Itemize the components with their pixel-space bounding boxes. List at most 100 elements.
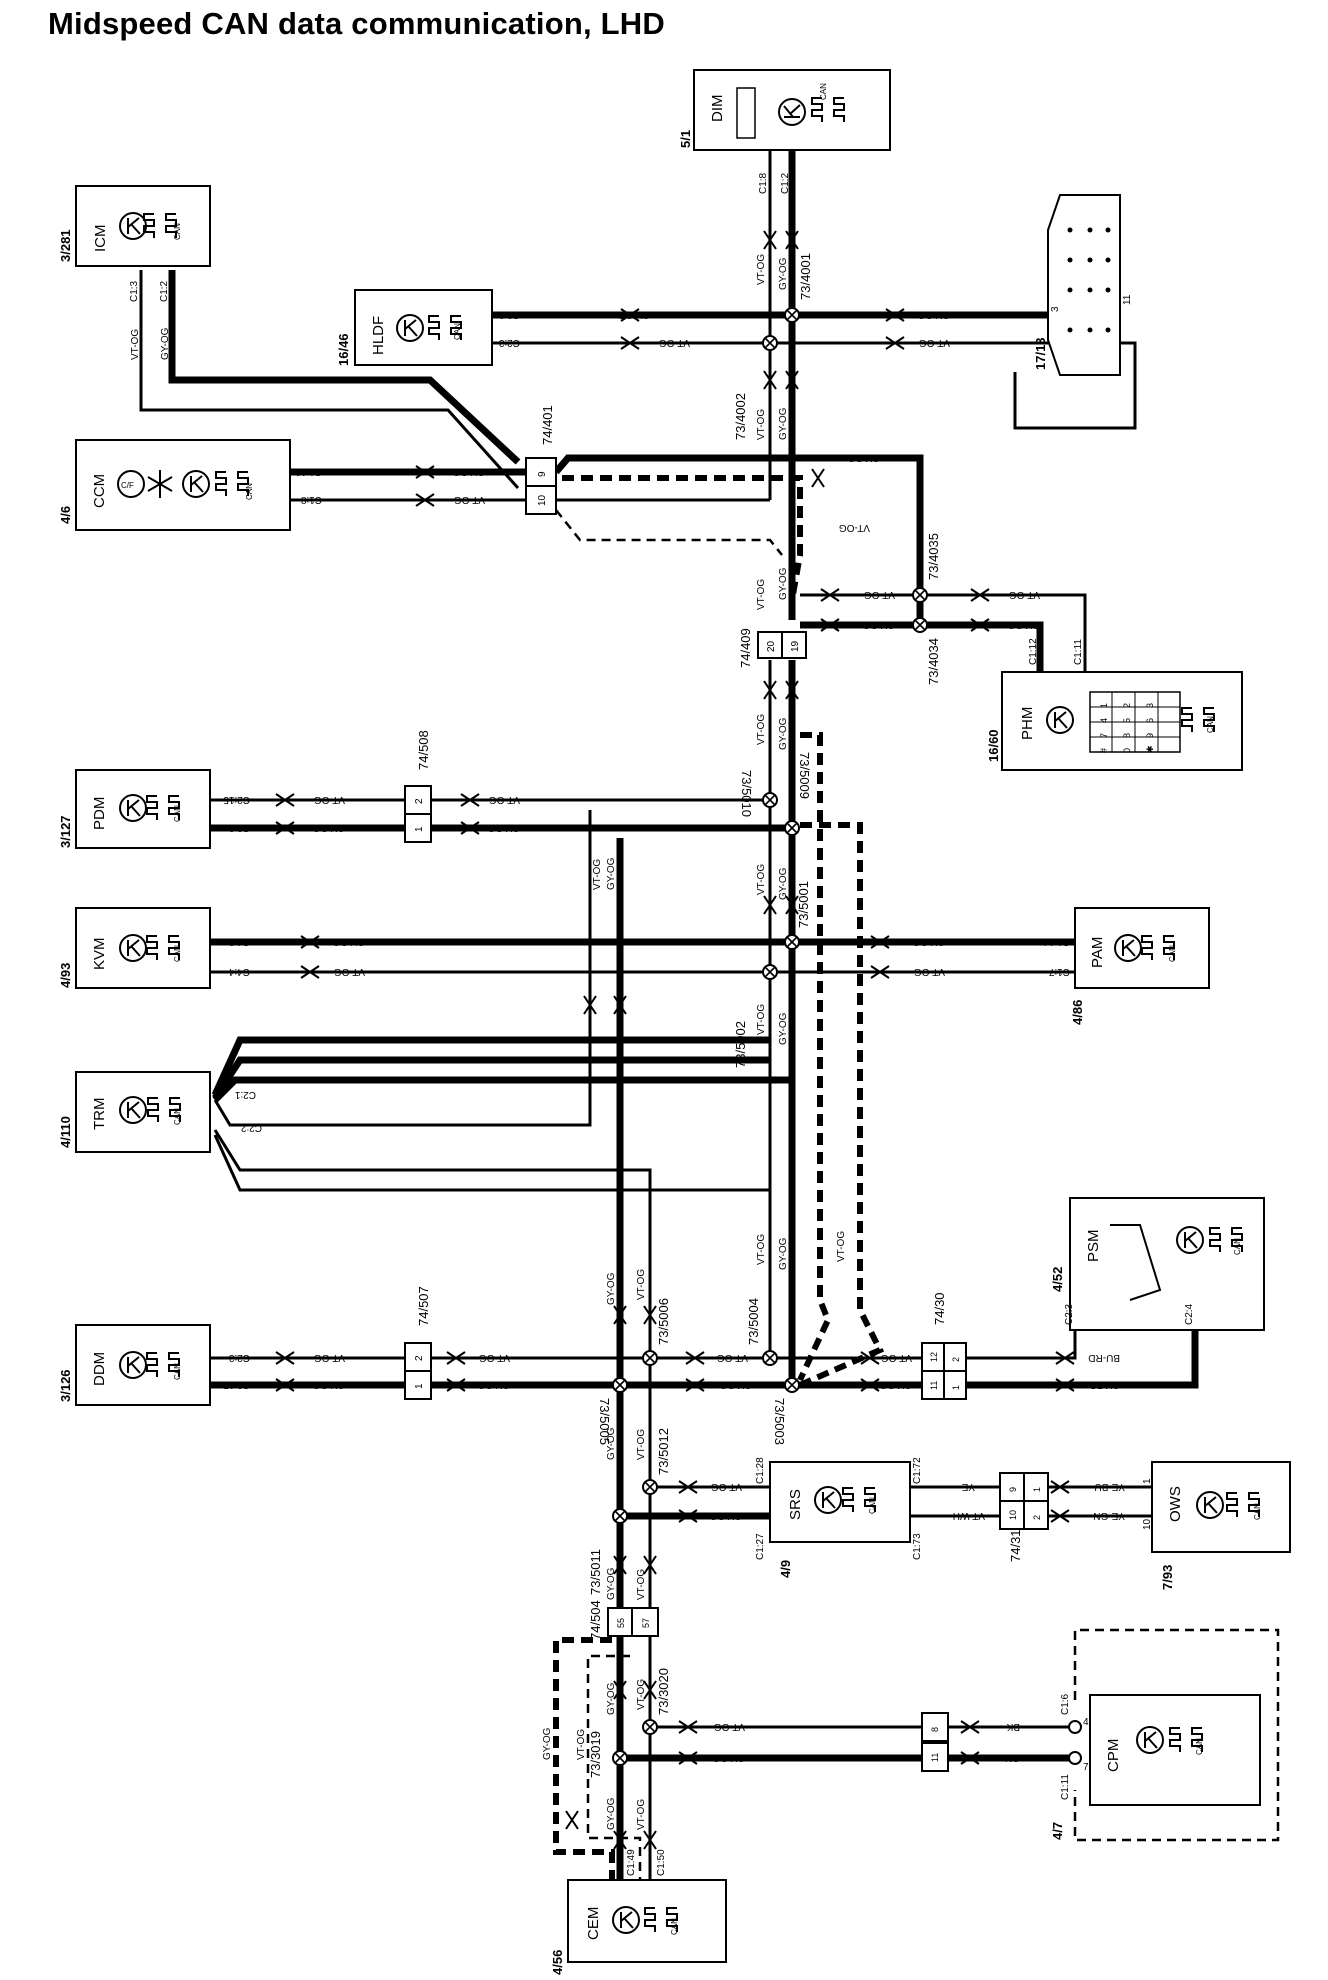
svg-text:C1:14: C1:14 (1043, 936, 1070, 947)
svg-text:2: 2 (1032, 1515, 1042, 1520)
cem-name: CEM (585, 1907, 602, 1940)
module-pin-labels: C1:8 C1:2 C1:3 C1:2 C2:2 C2:3 C1:10 C1:8… (129, 172, 1195, 1876)
svg-text:C1:11: C1:11 (1073, 639, 1084, 665)
pam-ref: 4/86 (1070, 1000, 1085, 1025)
svg-text:GY-OG: GY-OG (778, 257, 789, 290)
svg-text:1: 1 (414, 826, 425, 832)
can-label: CAN (1206, 716, 1215, 733)
svg-text:GY-OG: GY-OG (487, 822, 520, 833)
splice-73-5010 (762, 792, 778, 808)
wire-layer (139, 148, 1280, 1880)
splice-73-5012 (642, 1479, 658, 1495)
can-label: CAN (173, 1108, 182, 1125)
svg-text:VT-OG: VT-OG (756, 579, 767, 610)
splice-73-5001 (784, 934, 800, 950)
module-trm: TRM 4/110 (58, 1071, 211, 1153)
splice-73-5011 (612, 1508, 628, 1524)
svg-text:1: 1 (951, 1385, 961, 1390)
svg-text:GY-OG: GY-OG (847, 452, 880, 463)
svg-text:VT-OG: VT-OG (919, 337, 950, 348)
svg-text:GY-OG: GY-OG (719, 1379, 752, 1390)
svg-text:74/30: 74/30 (932, 1292, 947, 1325)
splice-labels: 73/4001 73/4002 73/4035 73/4034 73/5010 … (588, 253, 941, 1778)
svg-text:74/507: 74/507 (416, 1286, 431, 1326)
connector-74-507: 2 1 74/507 (404, 1286, 432, 1400)
svg-text:73/5005: 73/5005 (597, 1398, 612, 1445)
svg-text:VT-OG: VT-OG (711, 1481, 742, 1492)
svg-text:VT-OG: VT-OG (314, 1352, 345, 1363)
phm-ref: 16/60 (986, 729, 1001, 762)
seat-icon (1110, 1224, 1162, 1301)
svg-text:10: 10 (1142, 1518, 1153, 1530)
module-ows: OWS 7/93 (1151, 1461, 1291, 1590)
can-label: CAN (173, 223, 182, 240)
kvm-name: KVM (91, 937, 108, 970)
svg-text:VT-WH: VT-WH (953, 1510, 985, 1521)
wire-color-labels: GY-OG VT-OG GY-OG VT-OG GY-OG VT-OG GY-O… (130, 254, 1125, 1830)
svg-text:GY-OG: GY-OG (606, 1567, 617, 1600)
cpm-ref: 4/7 (1050, 1822, 1065, 1840)
svg-text:GY-OG: GY-OG (477, 1379, 510, 1390)
svg-text:GY-OG: GY-OG (606, 857, 617, 890)
module-icm: ICM 3/281 (58, 185, 211, 267)
svg-text:1: 1 (414, 1383, 425, 1389)
svg-text:73/5001: 73/5001 (796, 881, 811, 928)
svg-text:VT-OG: VT-OG (756, 714, 767, 745)
svg-text:VT-OG: VT-OG (864, 589, 895, 600)
cpm-name: CPM (1105, 1739, 1122, 1772)
svg-text:VT-OG: VT-OG (756, 1234, 767, 1265)
connector-74-504: 55 57 74/504 (588, 1600, 659, 1640)
svg-text:2: 2 (414, 1355, 425, 1361)
svg-text:VT-OG: VT-OG (1009, 589, 1040, 600)
can-label: CAN (670, 1918, 679, 1935)
svg-text:C2:15: C2:15 (223, 794, 250, 805)
svg-text:73/5002: 73/5002 (733, 1021, 748, 1068)
can-label: CAN (173, 805, 182, 822)
svg-text:VT-OG: VT-OG (756, 864, 767, 895)
svg-text:73/4035: 73/4035 (926, 533, 941, 580)
module-hldf: HLDF 16/46 (336, 289, 493, 366)
trm-ref: 4/110 (58, 1116, 73, 1148)
icm-name: ICM (92, 225, 109, 253)
svg-text:VT-OG: VT-OG (881, 1352, 912, 1363)
svg-text:C4:3: C4:3 (228, 936, 250, 947)
svg-text:GY-OG: GY-OG (1007, 619, 1040, 630)
can-label: CAN (1253, 1503, 1262, 1520)
dim-ref: 5/1 (678, 130, 693, 148)
svg-text:GY-OG: GY-OG (160, 327, 171, 360)
svg-text:C2:15: C2:15 (223, 1379, 250, 1390)
svg-text:VT-OG: VT-OG (592, 859, 603, 890)
svg-text:1: 1 (1032, 1487, 1042, 1492)
module-phm: PHM 16/60 (986, 671, 1243, 771)
svg-text:C1:8: C1:8 (300, 494, 322, 505)
svg-text:55: 55 (616, 1618, 626, 1628)
svg-text:2: 2 (414, 798, 425, 804)
svg-text:GY-OG: GY-OG (778, 567, 789, 600)
splice-73-5003 (784, 1377, 800, 1393)
phm-name: PHM (1019, 707, 1036, 740)
svg-text:YE: YE (961, 1481, 975, 1492)
svg-text:C2:2: C2:2 (498, 309, 520, 320)
svg-text:GY-OG: GY-OG (617, 309, 650, 320)
svg-text:11: 11 (930, 1753, 940, 1762)
kvm-ref: 4/93 (58, 963, 73, 988)
splice-73-5006 (642, 1350, 658, 1366)
module-kvm: KVM 4/93 (58, 907, 211, 989)
hldf-ref: 16/46 (336, 333, 351, 366)
svg-text:VT-OG: VT-OG (756, 409, 767, 440)
splice-73-3019 (612, 1750, 628, 1766)
svg-text:C1:10: C1:10 (295, 466, 322, 477)
obd-ref: 17/13 (1033, 337, 1048, 370)
svg-text:GY-OG: GY-OG (709, 1510, 742, 1521)
svg-text:12: 12 (929, 1352, 939, 1362)
svg-text:YE-BU: YE-BU (1094, 1481, 1125, 1492)
svg-text:VT-OG: VT-OG (334, 966, 365, 977)
svg-text:9: 9 (1008, 1487, 1018, 1492)
svg-text:C1:27: C1:27 (755, 1533, 766, 1560)
svg-text:73/4001: 73/4001 (798, 253, 813, 300)
svg-text:C1:49: C1:49 (626, 1849, 637, 1876)
trm-name: TRM (91, 1098, 108, 1131)
ccm-symbol: C/F (121, 481, 134, 490)
phm-key: ✱ (1145, 745, 1155, 753)
